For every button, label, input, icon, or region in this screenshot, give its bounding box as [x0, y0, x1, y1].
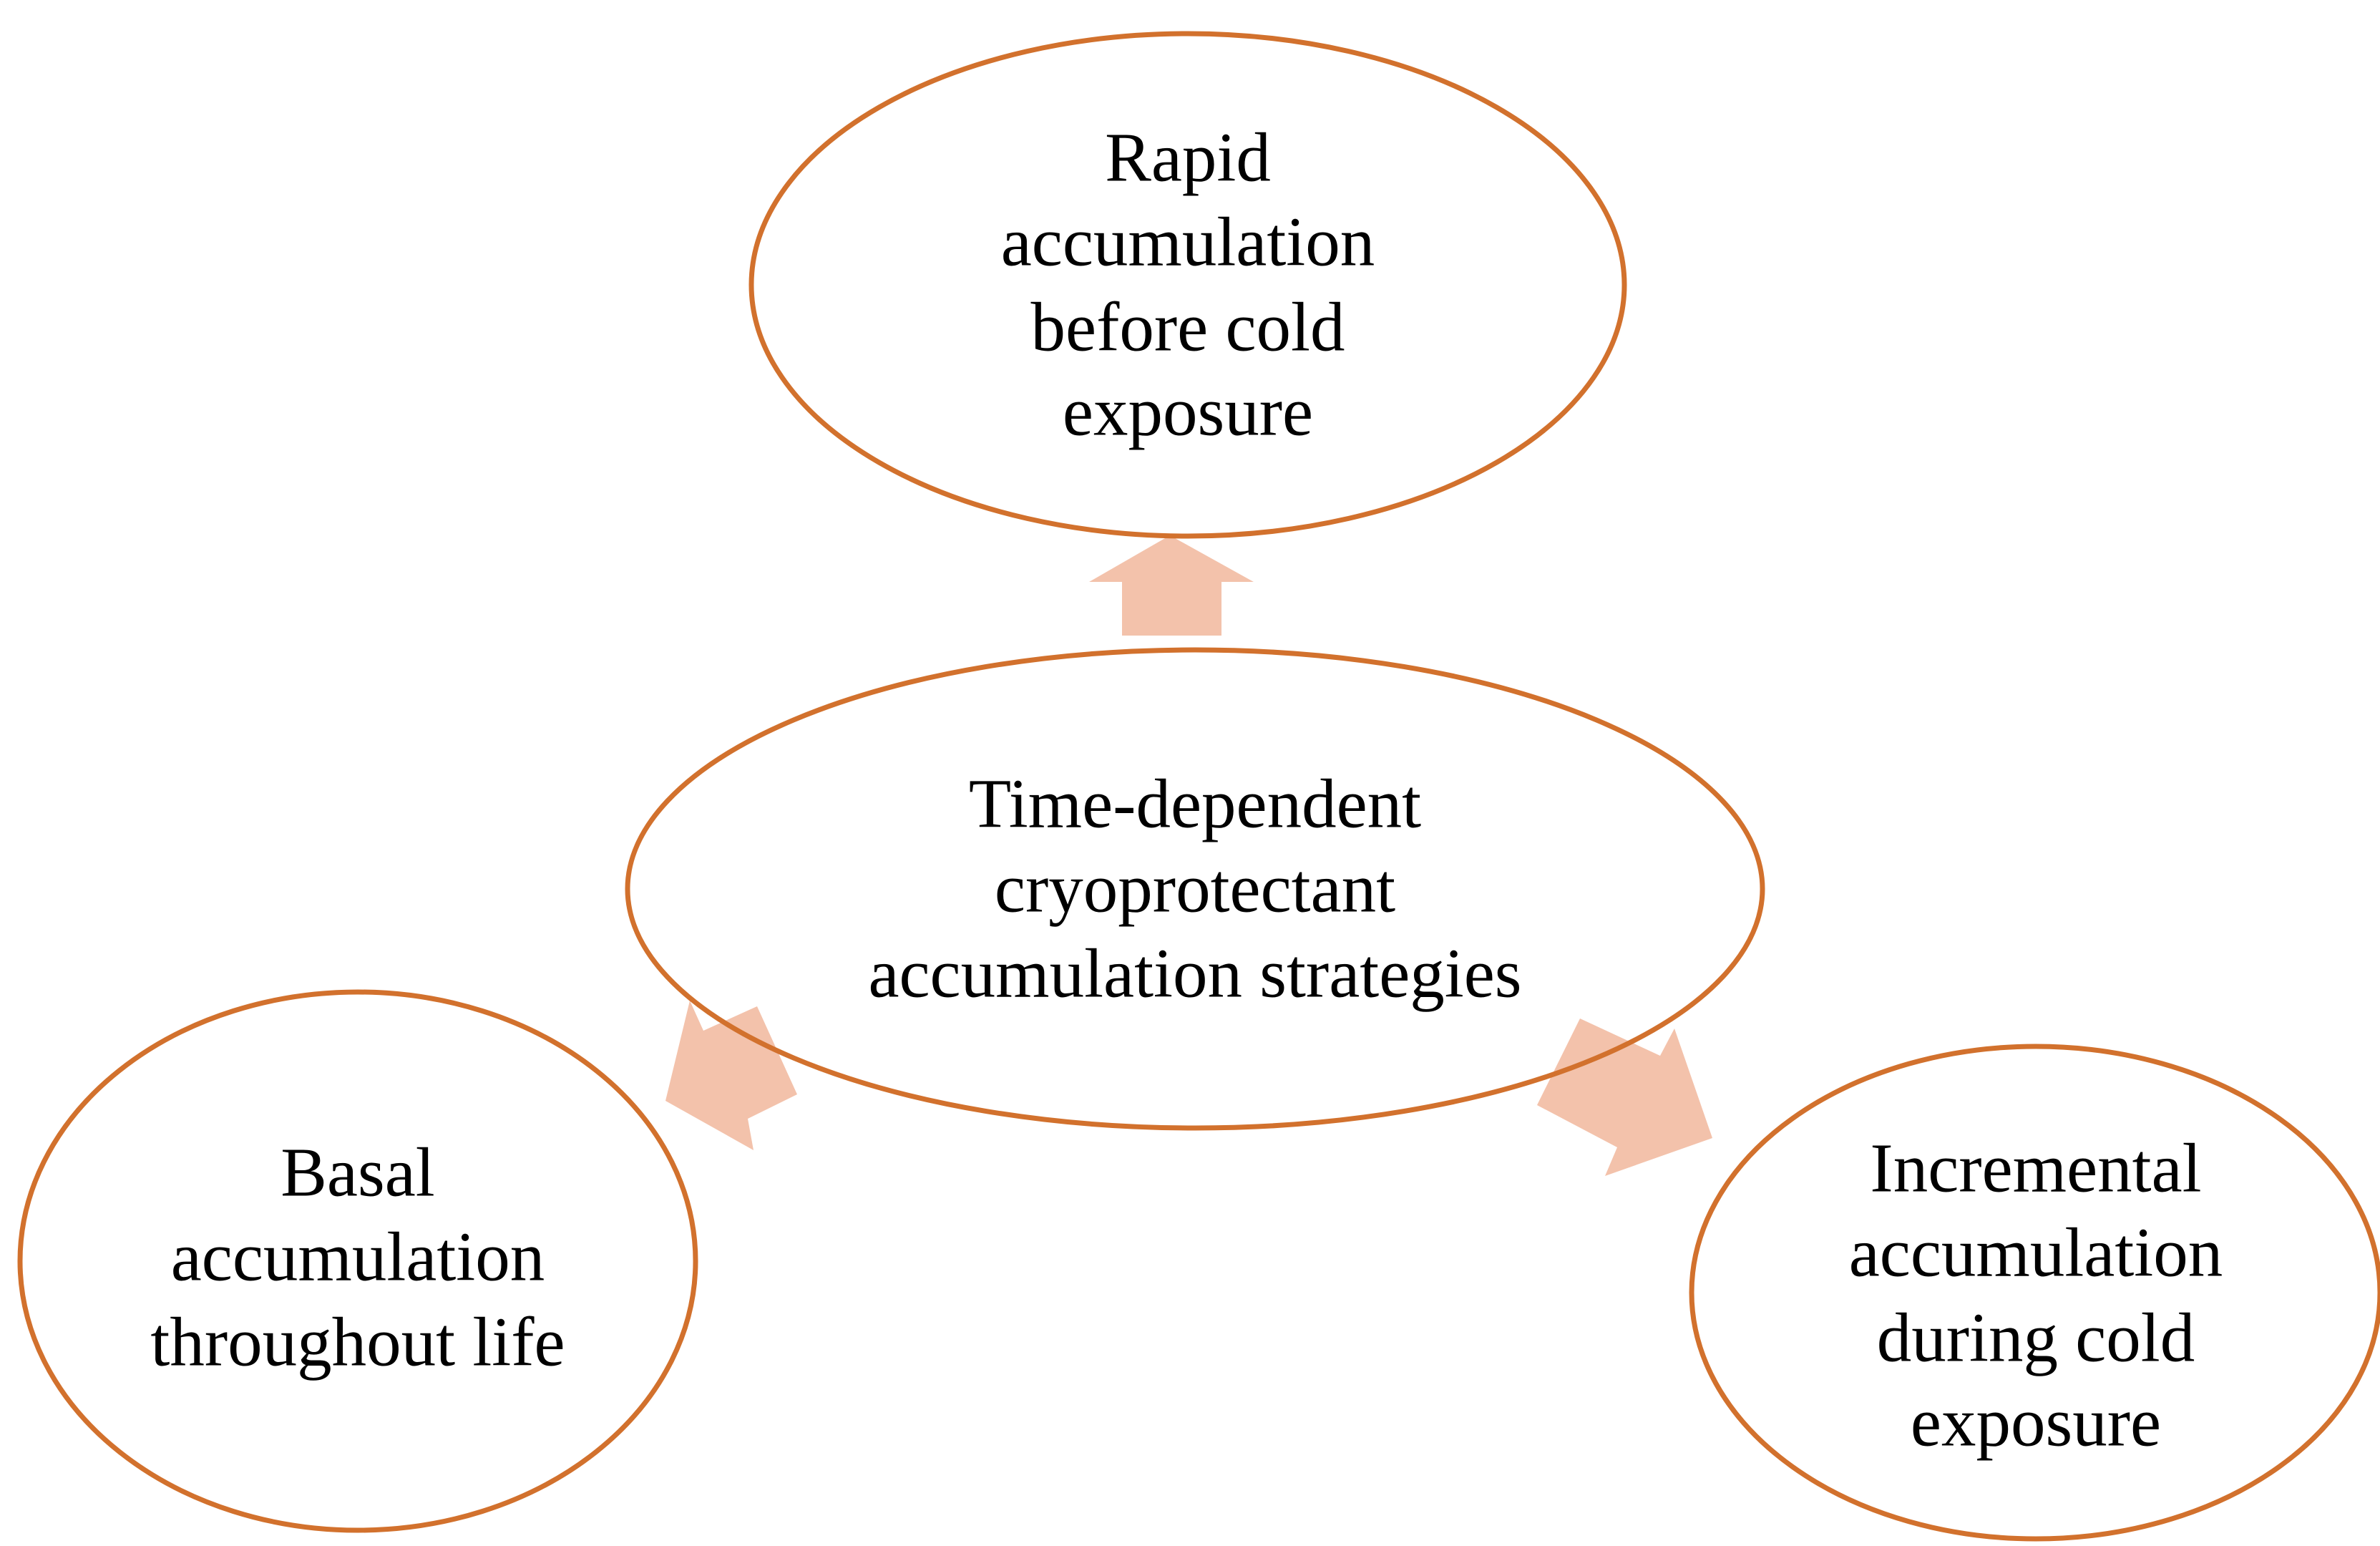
block-arrow-up-icon [1089, 535, 1254, 636]
node-bottom-left-ellipse [17, 989, 698, 1533]
node-center-ellipse [625, 647, 1765, 1131]
node-top-ellipse [748, 31, 1627, 539]
block-arrow-down-left-icon [665, 1001, 797, 1150]
node-bottom-right-ellipse [1689, 1044, 2380, 1542]
block-arrow-down-right-icon [1537, 1018, 1712, 1176]
